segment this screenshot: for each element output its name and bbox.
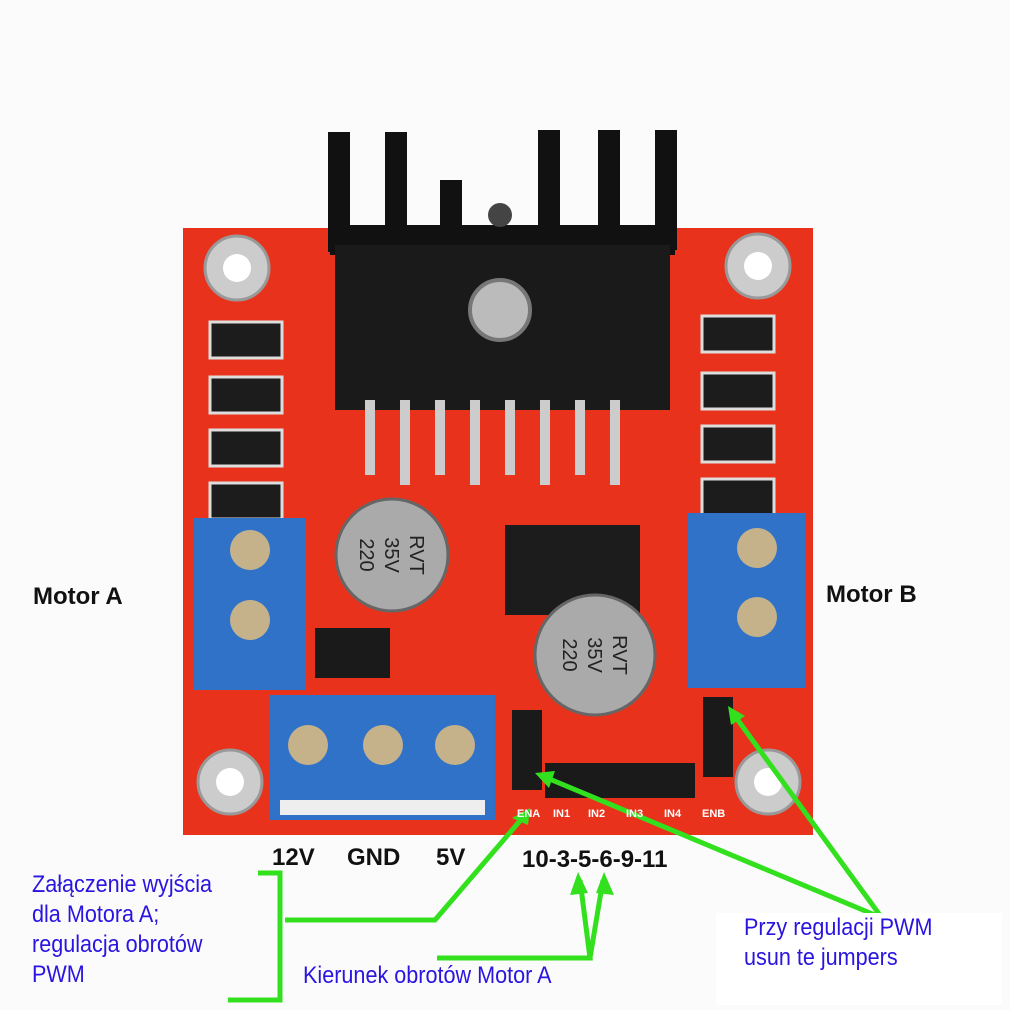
- capacitor-marking-voltage: 35V: [583, 637, 605, 673]
- motor-b-label: Motor B: [826, 581, 917, 608]
- pin-label-in3: IN3: [626, 808, 644, 820]
- note-background: [716, 913, 1002, 1005]
- note-enable-pwm: Załączenie wyjścia dla Motora A; regulac…: [32, 871, 213, 988]
- capacitor-marking-rvt: RVT: [405, 535, 427, 575]
- power-label-gnd: GND: [347, 844, 401, 871]
- capacitor-2: [533, 593, 657, 717]
- pin-label-in2: IN2: [588, 808, 606, 820]
- capacitor-marking-rvt: RVT: [608, 635, 630, 675]
- capacitor-marking-voltage: 35V: [380, 537, 402, 573]
- capacitor-1: [334, 497, 450, 613]
- capacitor-marking-capacity: 220: [558, 638, 580, 671]
- power-label-5v: 5V: [436, 844, 466, 871]
- terminal-motor-b: [688, 513, 806, 688]
- terminal-motor-a: [193, 518, 305, 690]
- mounting-holes: [196, 232, 802, 816]
- screw: [468, 278, 532, 342]
- terminal-power: [270, 695, 495, 820]
- pin-label-enb: ENB: [702, 808, 726, 820]
- note-jumpers: Przy regulacji PWM usun te jumpers: [744, 914, 933, 971]
- arduino-pins-label: 10-3-5-6-9-11: [522, 846, 668, 873]
- heatsink: [328, 130, 677, 410]
- jumper-5v: [315, 628, 390, 678]
- note-direction: Kierunek obrotów Motor A: [303, 962, 552, 989]
- ic-pins: [365, 400, 620, 485]
- pin-label-in1: IN1: [553, 808, 571, 820]
- arrowheads: [512, 706, 745, 895]
- annotation-lines: [228, 710, 885, 1003]
- motor-a-label: Motor A: [33, 583, 123, 610]
- capacitor-marking-capacity: 220: [355, 538, 377, 571]
- jumper-ena: [512, 710, 542, 790]
- pin-header: [545, 763, 695, 798]
- power-label-12v: 12V: [272, 844, 315, 871]
- pin-label-ena: ENA: [517, 808, 541, 820]
- pin-label-in4: IN4: [664, 808, 682, 820]
- jumper-enb: [703, 697, 733, 777]
